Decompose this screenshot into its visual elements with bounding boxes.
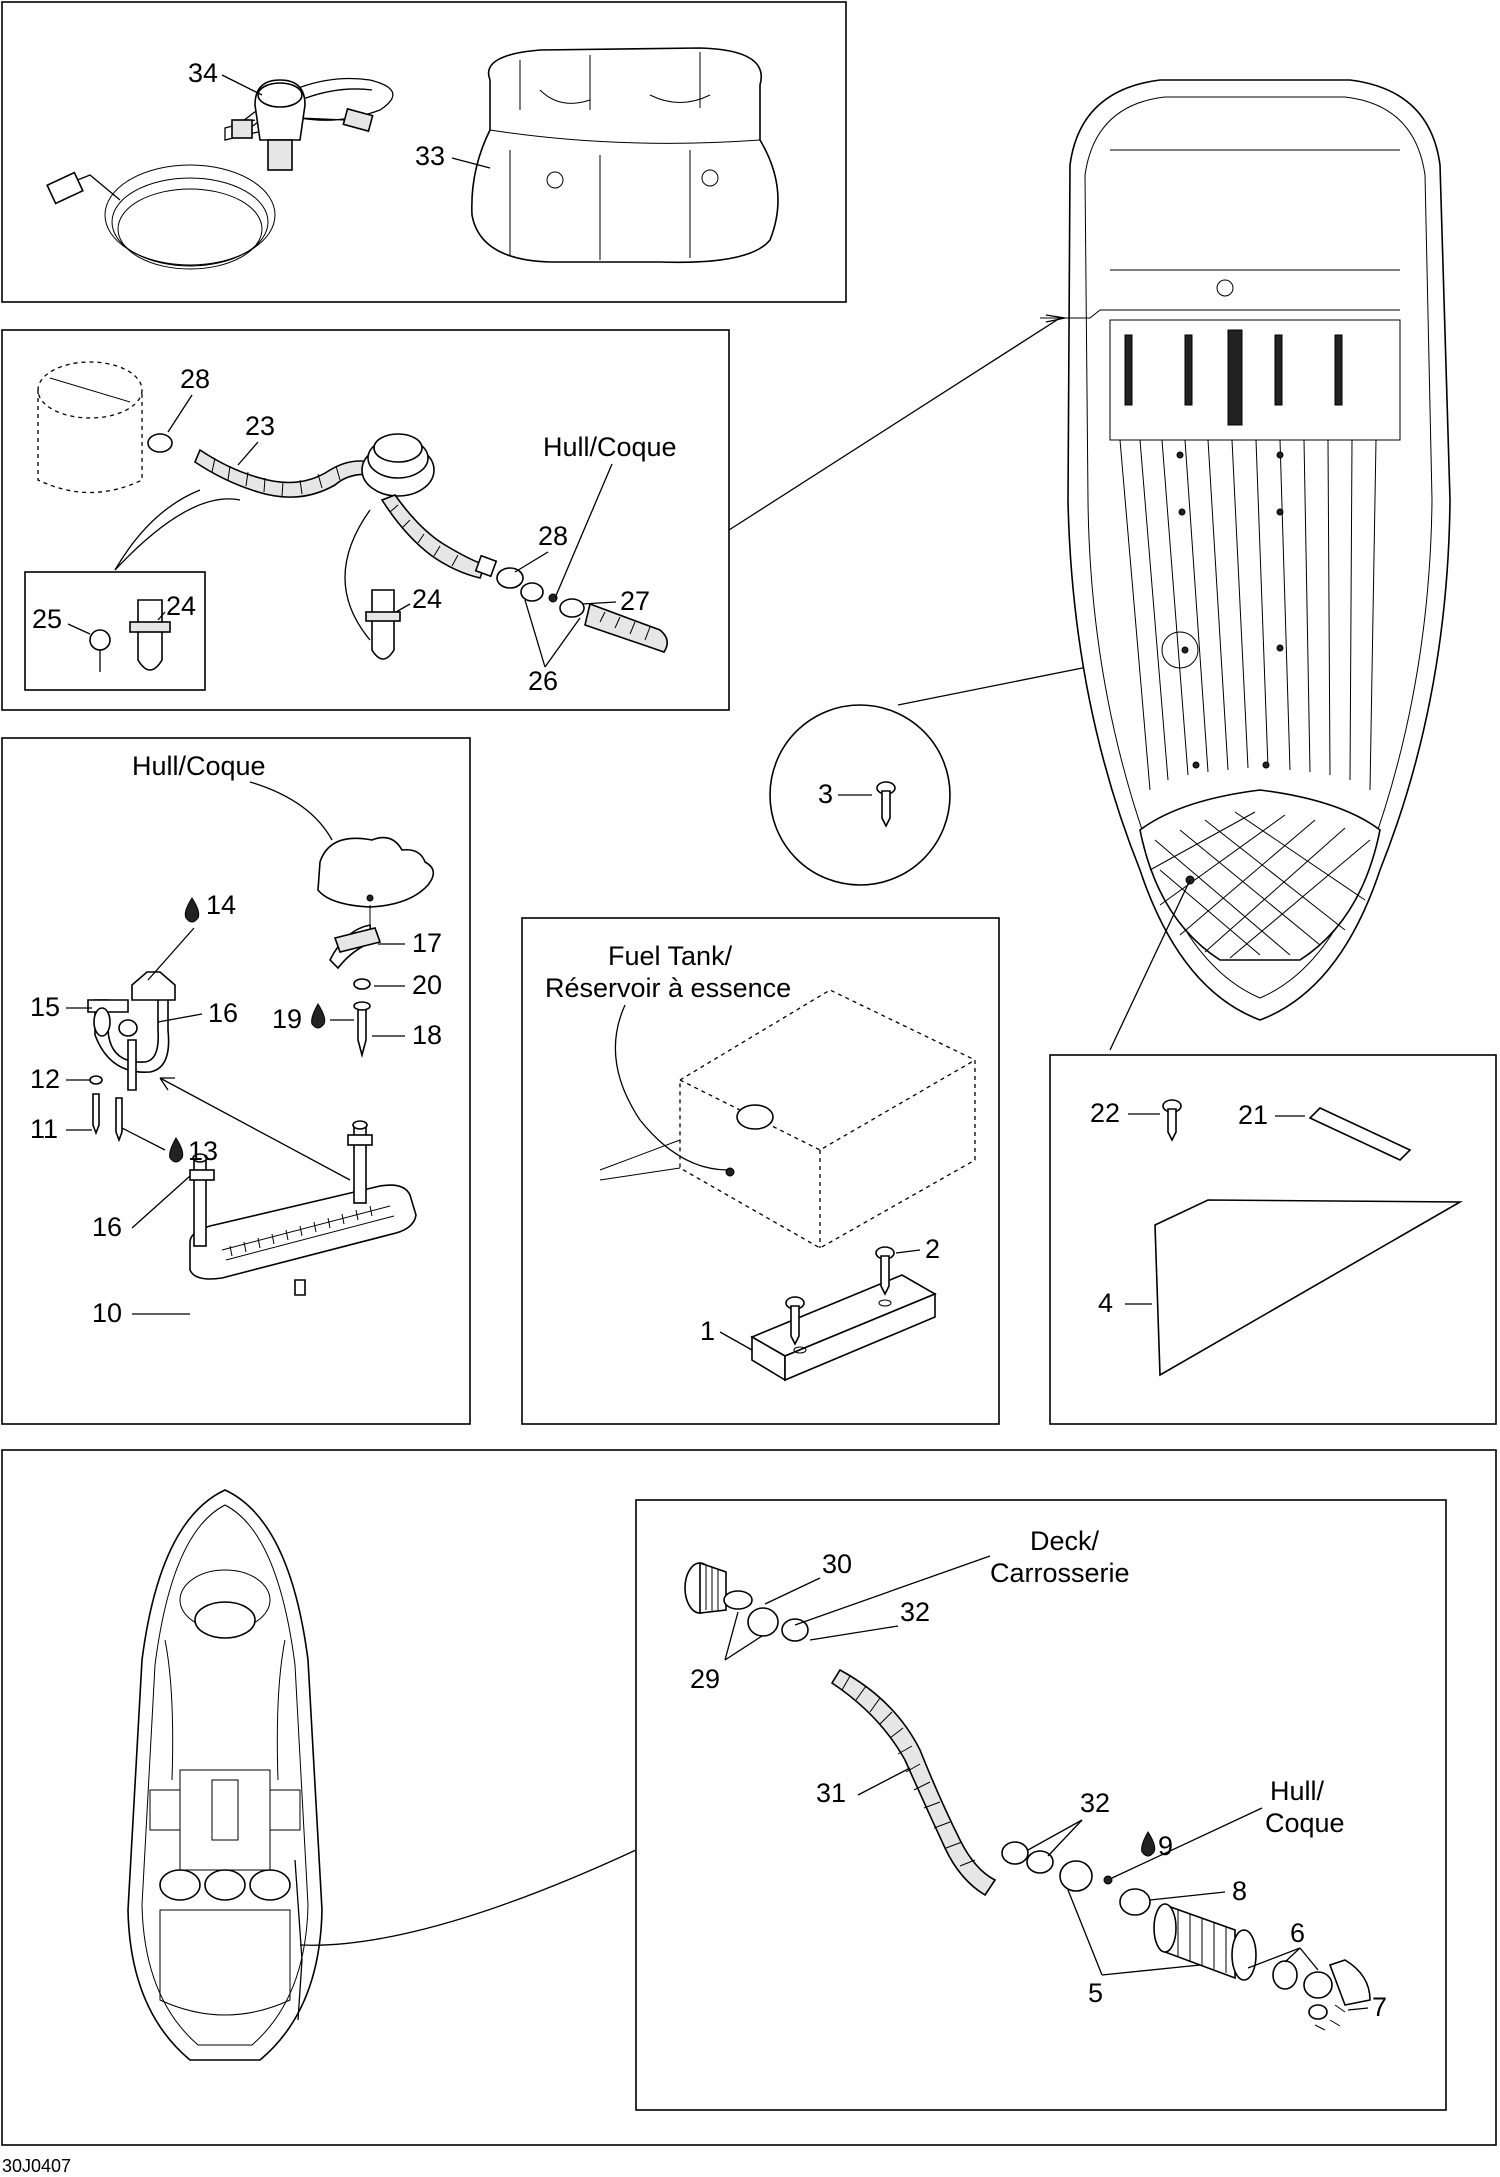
callout-4: 4 — [1098, 1288, 1113, 1318]
callout-7: 7 — [1372, 1992, 1387, 2022]
callout-19: 19 — [272, 1004, 302, 1034]
callout-5: 5 — [1088, 1978, 1103, 2008]
callout-24-inset: 24 — [166, 591, 196, 621]
callout-24: 24 — [412, 584, 442, 614]
drop-icon-14 — [184, 897, 200, 923]
drop-icon-9 — [1141, 1831, 1156, 1857]
bilge-pump-drawing — [46, 77, 394, 270]
callout-22: 22 — [1090, 1098, 1120, 1128]
callout-10: 10 — [92, 1298, 122, 1328]
support-block-drawing — [750, 1246, 937, 1382]
fuel-tank-outline — [599, 989, 976, 1249]
callout-11: 11 — [30, 1114, 58, 1144]
hull-label-vent-1: Hull/ — [1270, 1776, 1325, 1806]
callout-28-top: 28 — [180, 364, 210, 394]
bilge-cover-drawing — [471, 47, 779, 264]
fuel-tank-label-2: Réservoir à essence — [545, 973, 791, 1003]
callout-32-top: 32 — [900, 1597, 930, 1627]
callout-8: 8 — [1232, 1876, 1247, 1906]
callout-26: 26 — [528, 666, 558, 696]
callout-15: 15 — [30, 992, 60, 1022]
callout-2: 2 — [925, 1234, 940, 1264]
callout-30: 30 — [822, 1549, 852, 1579]
callout-14: 14 — [206, 890, 236, 920]
detail-circle-screw-3 — [769, 704, 951, 886]
callout-9: 9 — [1158, 1831, 1173, 1861]
inset-box-25-24 — [24, 571, 206, 691]
callout-27: 27 — [620, 586, 650, 616]
hull-coque-label-bailer-1: Hull/Coque — [543, 432, 677, 462]
callout-32-mid: 32 — [1080, 1788, 1110, 1818]
bracket-drawing — [87, 971, 176, 1143]
callout-20: 20 — [412, 970, 442, 1000]
hull-top-view-drawing — [1040, 79, 1451, 1021]
tie-wrap-drawing — [365, 589, 401, 660]
callout-6: 6 — [1290, 1918, 1305, 1948]
deck-label-1: Deck/ — [1030, 1526, 1100, 1556]
callout-33: 33 — [415, 141, 445, 171]
figure-code: 30J0407 — [2, 2156, 71, 2176]
panel-mat-and-decal — [1049, 1054, 1497, 1425]
callout-29: 29 — [690, 1664, 720, 1694]
callout-3: 3 — [818, 779, 833, 809]
callout-17: 17 — [412, 928, 442, 958]
deck-label-2: Carrosserie — [990, 1558, 1130, 1588]
mat-sheet-4 — [1154, 1199, 1463, 1377]
panel-bilge-pump-and-cover — [1, 1, 847, 303]
callout-31: 31 — [816, 1778, 846, 1808]
fuel-tank-label-1: Fuel Tank/ — [608, 941, 733, 971]
callout-13: 13 — [188, 1136, 218, 1166]
drop-icon-19 — [311, 1003, 326, 1029]
panel-vent-assembly-inner — [635, 1499, 1447, 2111]
bailer-hose-drawing — [37, 361, 668, 653]
callout-12: 12 — [30, 1064, 60, 1094]
panel-bailer-hose — [1, 329, 730, 711]
decal-strip-21 — [1308, 1107, 1412, 1161]
hull-plate-drawing — [317, 836, 435, 1059]
callout-23: 23 — [245, 411, 275, 441]
hull-label-vent-2: Coque — [1265, 1808, 1345, 1838]
panel-ladder-bracket — [1, 737, 471, 1425]
panel-fuel-tank-support — [521, 917, 1000, 1425]
callout-16-ladder: 16 — [92, 1212, 122, 1242]
callout-21: 21 — [1238, 1100, 1268, 1130]
panel-vent-assembly-outer — [1, 1449, 1497, 2146]
callout-18: 18 — [412, 1020, 442, 1050]
callout-25: 25 — [32, 604, 62, 634]
hull-coque-label-ladder: Hull/Coque — [132, 751, 266, 781]
callout-1: 1 — [700, 1316, 715, 1346]
vent-assembly-drawing — [684, 1561, 1371, 2031]
ladder-drawing — [159, 1077, 417, 1296]
callout-34: 34 — [188, 58, 218, 88]
callout-28-mid: 28 — [538, 521, 568, 551]
deck-top-view-drawing — [127, 1489, 323, 2061]
drop-icon-13 — [169, 1137, 184, 1163]
screw-and-clamp-inset — [89, 599, 171, 672]
callout-16-bracket: 16 — [208, 998, 238, 1028]
